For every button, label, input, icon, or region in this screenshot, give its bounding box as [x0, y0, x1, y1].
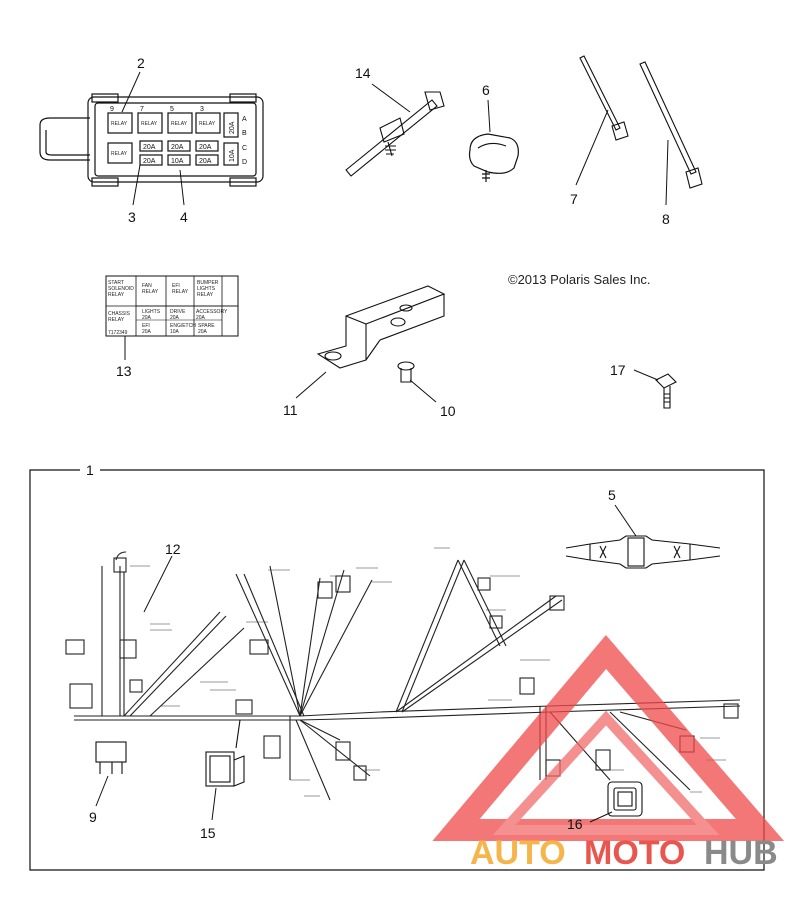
- harness-assembly-frame: [29, 469, 765, 871]
- relay-label: RELAY: [199, 121, 216, 127]
- fuse-box-labels: 9 7 5 3 A B C D RELAY RELAY RELAY RELAY …: [110, 106, 247, 166]
- inline-fuse-holder: [565, 535, 721, 569]
- callout-8: 8: [662, 211, 670, 227]
- side-letter: D: [242, 159, 247, 166]
- copyright-notice: ©2013 Polaris Sales Inc.: [508, 272, 651, 287]
- leader-lines-top-left: [121, 71, 185, 206]
- callout-12: 12: [165, 541, 181, 557]
- leader-11: [295, 371, 327, 399]
- cable-tie-mount: [345, 91, 445, 177]
- relay-label: RELAY: [141, 121, 158, 127]
- leader-8: [665, 139, 669, 206]
- watermark-text-moto: MOTO: [584, 834, 685, 872]
- leader-15: [211, 787, 217, 821]
- leader-14: [371, 83, 411, 113]
- relay-label: RELAY: [111, 151, 128, 157]
- fuse-label: 10A: [229, 149, 236, 162]
- power-socket: [607, 781, 643, 817]
- slot-number: 9: [110, 106, 114, 113]
- watermark-text-auto: AUTO: [470, 834, 566, 872]
- harness-connector: [205, 719, 245, 787]
- fuse-label: 20A: [229, 121, 236, 134]
- leader-5: [614, 504, 637, 537]
- cable-tie-large: [639, 61, 703, 189]
- harness-tiny-labels: [130, 547, 726, 797]
- callout-6: 6: [482, 82, 490, 98]
- watermark-text-hub: HUB: [704, 834, 778, 872]
- label-part-number: 7172349: [108, 330, 128, 336]
- flange-bolt: [655, 373, 677, 409]
- leader-6: [487, 99, 491, 133]
- leader-12: [143, 555, 173, 613]
- mounting-bracket: [316, 285, 446, 369]
- slot-number: 5: [170, 106, 174, 113]
- callout-2: 2: [137, 55, 145, 71]
- leader-17: [633, 369, 659, 381]
- callout-15: 15: [200, 825, 216, 841]
- callout-3: 3: [128, 209, 136, 225]
- side-letter: B: [242, 130, 247, 137]
- fuse-label: 20A: [143, 158, 156, 165]
- relay-label: RELAY: [171, 121, 188, 127]
- fuse-label: 10A: [171, 158, 184, 165]
- leader-7: [575, 109, 609, 186]
- side-letter: C: [242, 145, 247, 152]
- watermark-inner-triangle: [492, 710, 720, 835]
- callout-7: 7: [570, 191, 578, 207]
- leader-10: [409, 379, 437, 403]
- leader-9: [95, 775, 109, 807]
- harness-clip: [468, 133, 519, 182]
- callout-13: 13: [116, 363, 132, 379]
- slot-number: 7: [140, 106, 144, 113]
- callout-16: 16: [567, 816, 583, 832]
- relay: [95, 741, 127, 774]
- cable-tie-small: [579, 55, 629, 141]
- callout-9: 9: [89, 809, 97, 825]
- callout-4: 4: [180, 209, 188, 225]
- callout-10: 10: [440, 403, 456, 419]
- callout-5: 5: [608, 487, 616, 503]
- fuse-label: 20A: [143, 144, 156, 151]
- side-letter: A: [242, 116, 247, 123]
- fuse-label: 20A: [199, 158, 212, 165]
- callout-14: 14: [355, 65, 371, 81]
- watermark-logo: [432, 635, 785, 841]
- callout-17: 17: [610, 362, 626, 378]
- callout-11: 11: [283, 402, 298, 418]
- fuse-relay-box: [39, 93, 264, 187]
- fuse-label: 20A: [199, 144, 212, 151]
- slot-number: 3: [200, 106, 204, 113]
- fuse-label: 20A: [171, 144, 184, 151]
- leader-16: [589, 811, 613, 823]
- relay-label: RELAY: [111, 121, 128, 127]
- callout-1: 1: [86, 462, 94, 478]
- push-rivet: [397, 361, 415, 383]
